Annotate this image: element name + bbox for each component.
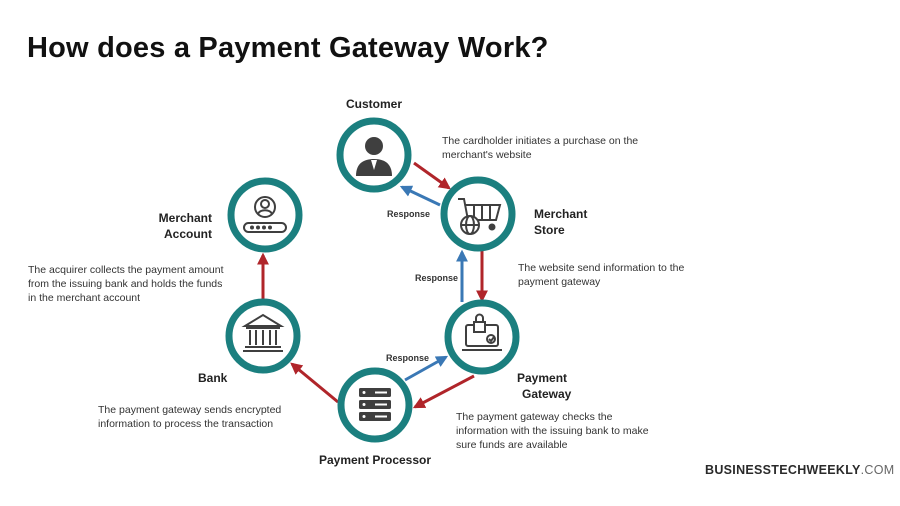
description-line: from the issuing bank and holds the fund…	[28, 278, 223, 290]
payment-gateway-label-line2: Gateway	[522, 387, 572, 401]
response-label-gateway-to-store: Response	[415, 273, 459, 283]
merchant-store-label-line2: Store	[534, 223, 565, 237]
response-label-store-to-customer: Response	[387, 209, 431, 219]
merchant-store-label-line1: Merchant	[534, 207, 588, 221]
response-arrow-store-to-customer	[399, 185, 441, 207]
customer-icon	[356, 137, 392, 176]
response-arrow-processor-to-gateway	[404, 355, 449, 382]
bank-icon	[241, 313, 285, 352]
description-line: payment gateway	[518, 276, 601, 288]
arrow-customer-to-store	[413, 161, 451, 190]
description-line: The acquirer collects the payment amount	[28, 264, 224, 276]
merchant-account-label: Merchant Account	[140, 210, 212, 242]
payment-processor-label: Payment Processor	[318, 453, 432, 467]
payment-gateway-node	[444, 299, 520, 375]
description-line: sure funds are available	[456, 439, 568, 451]
secure-laptop-icon	[462, 313, 502, 351]
brand-suffix: .COM	[860, 463, 895, 477]
response-label-processor-to-gateway: Response	[386, 353, 430, 363]
customer-description: The cardholder initiates a purchase on t…	[442, 134, 638, 162]
merchant-store-node	[440, 176, 516, 252]
description-line: The payment gateway checks the	[456, 411, 613, 423]
user-password-icon	[243, 196, 287, 233]
merchant-store-description: The website send information to the paym…	[518, 261, 684, 289]
payment-processor-description: The payment gateway sends encrypted info…	[98, 403, 281, 431]
merchant-account-label-line1: Merchant	[158, 211, 212, 225]
arrow-gateway-to-processor	[412, 374, 475, 409]
description-line: The cardholder initiates a purchase on t…	[442, 135, 639, 147]
shopping-cart-icon	[458, 198, 502, 235]
description-line: information with the issuing bank to mak…	[456, 425, 649, 437]
arrow-processor-to-bank	[290, 362, 339, 404]
description-line: The website send information to the	[518, 262, 685, 274]
payment-gateway-description: The payment gateway checks the informati…	[456, 410, 649, 452]
page-title: How does a Payment Gateway Work?	[27, 32, 549, 64]
brand-name: BUSINESSTECHWEEKLY	[705, 463, 861, 477]
payment-gateway-label: Payment Gateway	[517, 370, 571, 402]
customer-node	[336, 117, 412, 193]
brand-logo: BUSINESSTECHWEEKLY.COM	[705, 463, 895, 477]
merchant-account-description: The acquirer collects the payment amount…	[28, 263, 224, 305]
description-line: merchant's website	[442, 149, 532, 161]
description-line: in the merchant account	[28, 292, 141, 304]
description-line: information to process the transaction	[98, 418, 274, 430]
merchant-store-label: Merchant Store	[534, 206, 587, 238]
bank-node	[225, 298, 301, 374]
payment-gateway-label-line1: Payment	[517, 371, 568, 385]
description-line: The payment gateway sends encrypted	[98, 404, 282, 416]
bank-label: Bank	[198, 371, 228, 385]
customer-label: Customer	[345, 97, 402, 111]
merchant-account-label-line2: Account	[164, 227, 212, 241]
payment-processor-node	[337, 367, 413, 443]
server-icon	[359, 388, 391, 421]
merchant-account-node	[227, 177, 303, 253]
